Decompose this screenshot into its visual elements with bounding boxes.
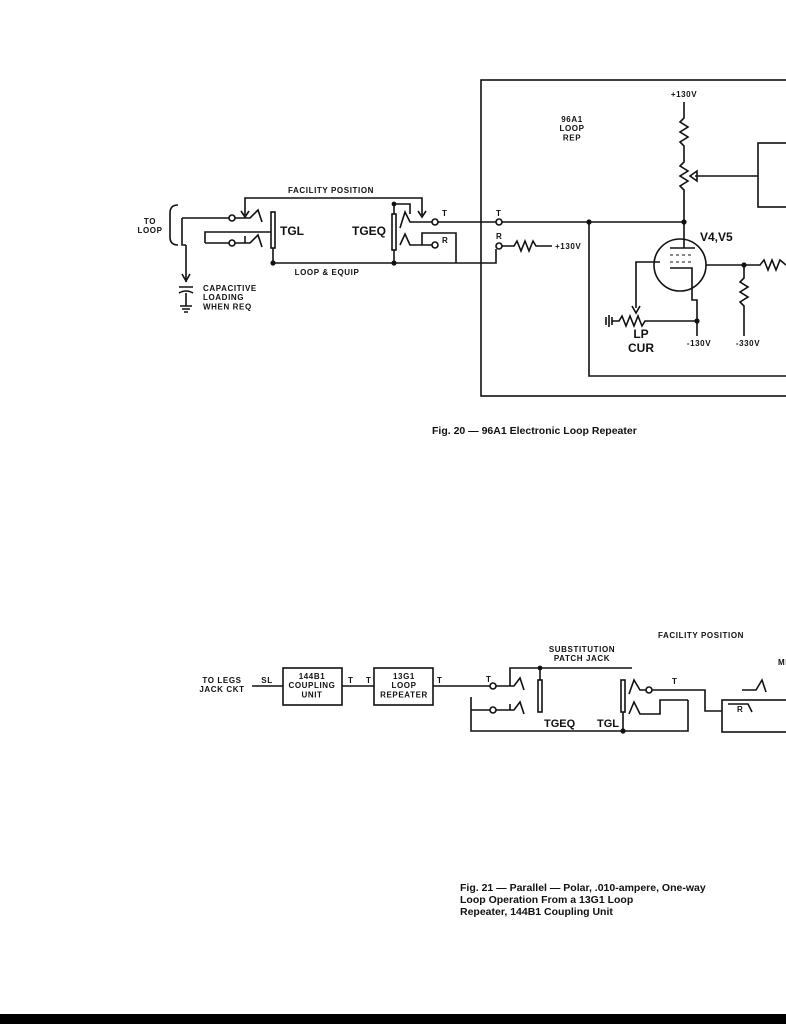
internal-bus: [588, 222, 786, 377]
tgl-ring-contact: [228, 239, 236, 247]
loop-equip-label: LOOP & EQUIP: [295, 268, 360, 277]
r-label-fig21: R: [737, 705, 743, 714]
lpcur-arrow: [631, 305, 641, 315]
repeater-enclosure: [480, 79, 786, 397]
box-tip-terminal: [495, 218, 503, 226]
facility-position-label: FACILITY POSITION: [288, 186, 374, 195]
ground-symbol: [605, 315, 613, 327]
tgeq-top: [393, 203, 411, 214]
tgeq-ring-loop: [421, 232, 457, 263]
tgl-jack-2: [620, 679, 626, 713]
scan-edge-bar: [0, 1014, 786, 1024]
facility-position-label-2: FACILITY POSITION: [658, 631, 744, 640]
facility-arrows: [240, 210, 427, 219]
sl-label: SL: [261, 676, 272, 685]
tube-grids: [670, 254, 691, 263]
ring-to-box: [456, 249, 497, 264]
patch-tip-contact: [489, 682, 497, 690]
tgl-ring-spring: [235, 233, 263, 248]
tgeq-ring-spring: [399, 232, 432, 246]
r-label-1: R: [442, 236, 448, 245]
junction-dot: [537, 665, 543, 671]
lpcur-lead: [635, 261, 660, 308]
t-wire-out: [652, 689, 722, 712]
tgl-jack: [270, 211, 276, 249]
t-label-c: T: [437, 676, 443, 685]
t-label-d: T: [486, 675, 492, 684]
loop-return-left: [181, 218, 186, 246]
pot-wiper: [688, 169, 758, 183]
box-ring-terminal: [495, 242, 503, 250]
tgeq-tip-contact: [431, 218, 439, 226]
bias-potentiometer: [678, 102, 690, 222]
tgl-2-ring-spring: [628, 699, 688, 715]
tube-plate: [670, 222, 695, 249]
junction-dot: [620, 728, 626, 734]
next-facility-box: [721, 699, 786, 733]
next-facility-tip: [742, 678, 767, 693]
t-label-1: T: [442, 209, 448, 218]
lpcur-rheostat: [612, 313, 697, 329]
plus130-top: +130V: [671, 90, 697, 99]
ring-wire-left: [204, 231, 271, 244]
figure-21-caption: Fig. 21 — Parallel — Polar, .010-ampere,…: [460, 882, 706, 918]
patch-ring-contact: [489, 706, 497, 714]
tgeq-tip-spring: [399, 209, 432, 229]
minus330-label: -330V: [736, 339, 760, 348]
tgl-tip-contact: [228, 214, 236, 222]
vacuum-tube: [653, 238, 707, 292]
loop-bracket: [169, 204, 179, 246]
t-label-a: T: [348, 676, 354, 685]
mi-label: MI: [778, 658, 786, 667]
tgeq-jack-2: [537, 679, 543, 713]
tgeq-jack: [391, 213, 397, 251]
tgl-label: TGL: [280, 224, 304, 238]
t-label-b: T: [366, 676, 372, 685]
tgl-2-tip-contact: [645, 686, 653, 694]
minus330-resistor: [738, 265, 750, 336]
tgeq-label-2: TGEQ: [544, 718, 576, 730]
tube-label: V4,V5: [700, 230, 733, 244]
patch-tip-spring: [496, 676, 525, 691]
t-label-e: T: [672, 677, 678, 686]
junction-dot: [391, 201, 397, 207]
patch-top-line: [509, 667, 632, 686]
grid-resistor: [706, 257, 786, 273]
next-facility-ring: [728, 703, 753, 713]
capacitor-symbol: [178, 286, 194, 313]
tgl-2-tip-spring: [628, 678, 646, 695]
t-label-2: T: [496, 209, 502, 218]
tgl-tip-spring: [235, 208, 263, 223]
patch-bottom-loop: [470, 697, 689, 732]
facility-position-line: [244, 197, 423, 215]
figure-20-caption: Fig. 20 — 96A1 Electronic Loop Repeater: [432, 425, 637, 437]
plus130-ring: +130V: [555, 242, 581, 251]
minus130-label: -130V: [687, 339, 711, 348]
cathode-return: [691, 291, 698, 336]
cap-arrow: [181, 273, 191, 283]
tube-cathode: [670, 267, 693, 291]
tgeq-label: TGEQ: [352, 224, 386, 238]
ring-resistor: [502, 238, 552, 254]
tgl-label-2: TGL: [597, 718, 619, 730]
external-block: [757, 142, 786, 208]
r-label-2: R: [496, 232, 502, 241]
patch-ring-spring: [471, 700, 525, 715]
tgeq-ring-contact: [431, 241, 439, 249]
